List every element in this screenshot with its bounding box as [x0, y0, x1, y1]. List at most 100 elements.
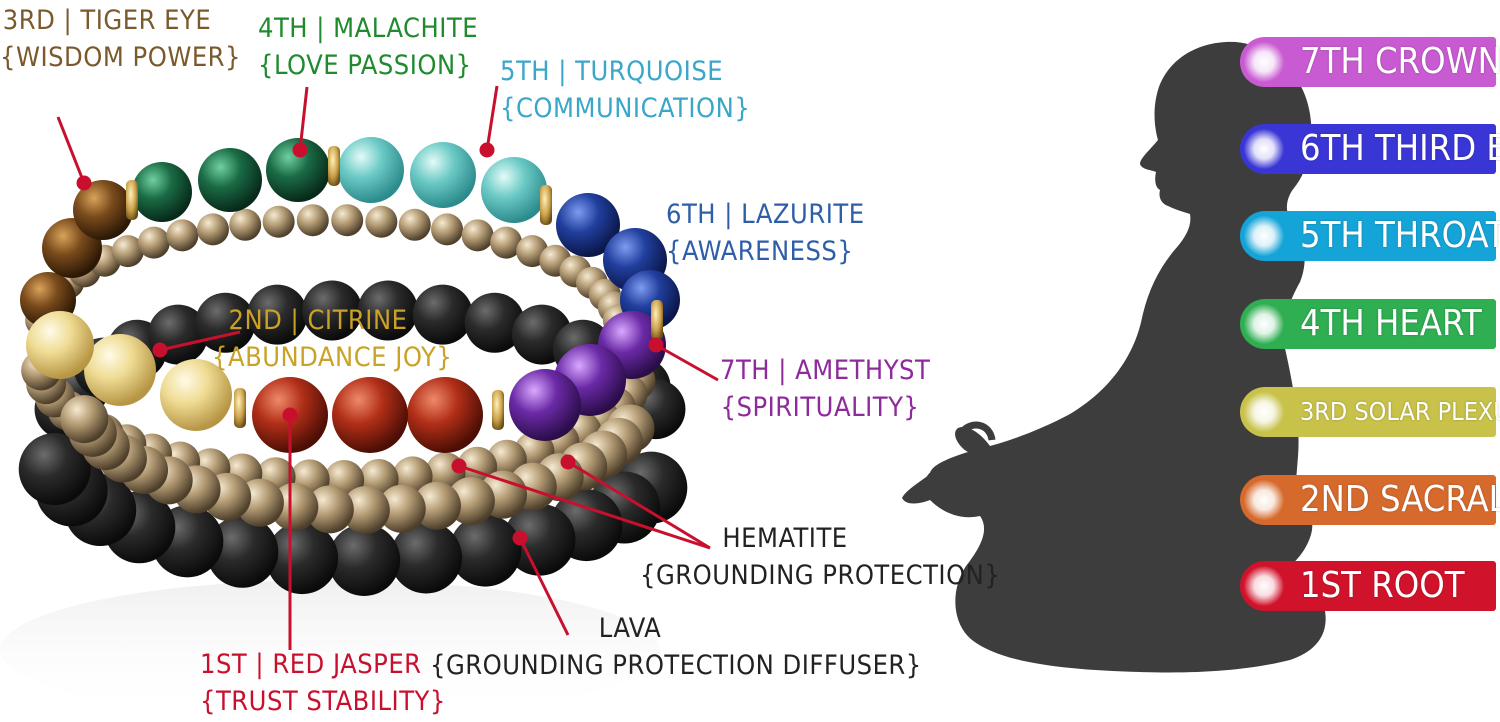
- pointer-amethyst: [655, 343, 719, 382]
- hematite-bead: [229, 208, 262, 241]
- gemstone-bead: [266, 138, 330, 202]
- chakra-label-sacral: 2ND SACRAL: [1300, 479, 1500, 520]
- label-lava-title: LAVA: [598, 613, 662, 644]
- pointer-dot-malachite: [292, 142, 308, 158]
- pointer-hematite-a: [458, 464, 711, 550]
- pointer-dot-amethyst: [648, 337, 664, 353]
- lava-bead: [390, 521, 463, 594]
- gemstone-bead: [407, 377, 483, 453]
- gemstone-bead: [73, 180, 133, 240]
- pointer-turquoise: [485, 85, 499, 151]
- chakra-bar-throat: 5TH THROAT: [1240, 211, 1500, 261]
- lava-bead: [206, 515, 279, 588]
- hematite-bead: [412, 481, 461, 530]
- pointer-dot-tiger-eye: [76, 175, 92, 191]
- chakra-label-third-eye: 6TH THIRD EYE: [1300, 128, 1500, 169]
- chakra-label-crown: 7TH CROWN: [1300, 41, 1500, 82]
- pointer-dot-citrine: [152, 342, 168, 358]
- pointer-dot-lava: [512, 530, 528, 546]
- hematite-bead: [60, 395, 109, 444]
- gold-spacer: [492, 390, 504, 430]
- pointer-malachite: [298, 86, 309, 151]
- label-hematite-meaning: {GROUNDING PROTECTION}: [640, 560, 1001, 591]
- label-lava: LAVA {GROUNDING PROTECTION DIFFUSER}: [430, 610, 921, 684]
- label-turquoise-meaning: {COMMUNICATION}: [500, 93, 751, 124]
- gemstone-bead: [509, 369, 581, 441]
- gemstone-bead: [332, 377, 408, 453]
- label-citrine-title: 2ND | CITRINE: [228, 305, 408, 336]
- label-tiger-eye: 3RD | TIGER EYE {WISDOM POWER}: [0, 2, 242, 76]
- hematite-bead: [296, 204, 329, 237]
- hematite-bead: [331, 204, 364, 237]
- label-red-jasper: 1ST | RED JASPER {TRUST STABILITY}: [200, 646, 445, 720]
- chakra-bar-root: 1ST ROOT: [1240, 561, 1496, 611]
- gemstone-bead: [481, 157, 547, 223]
- label-turquoise-title: 5TH | TURQUOISE: [500, 56, 724, 87]
- label-lazurite-meaning: {AWARENESS}: [666, 236, 854, 267]
- chakra-glow-sacral: [1244, 480, 1284, 520]
- chakra-glow-third-eye: [1244, 129, 1284, 169]
- hematite-bead: [166, 219, 199, 252]
- gemstone-bead: [410, 142, 476, 208]
- hematite-bracelet: [21, 204, 656, 534]
- label-tiger-eye-title: 3RD | TIGER EYE: [2, 5, 212, 36]
- chakra-bar-third-eye: 6TH THIRD EYE: [1240, 124, 1500, 174]
- pointer-lava: [518, 537, 570, 636]
- lava-bead: [266, 522, 339, 595]
- gemstone-bead: [84, 334, 156, 406]
- pointer-dot-turquoise: [479, 142, 495, 158]
- lava-bead: [464, 292, 525, 353]
- label-malachite-meaning: {LOVE PASSION}: [258, 50, 472, 81]
- label-citrine: 2ND | CITRINE {ABUNDANCE JOY}: [212, 302, 452, 376]
- lava-bead: [449, 514, 522, 587]
- pointer-dot-hematite-b: [560, 454, 576, 470]
- hematite-bead: [398, 208, 431, 241]
- chakra-label-throat: 5TH THROAT: [1300, 215, 1500, 256]
- pointer-hematite-b: [567, 460, 711, 550]
- hematite-bead: [431, 213, 464, 246]
- gemstone-bead: [556, 193, 620, 257]
- gold-spacer: [126, 180, 138, 220]
- label-amethyst: 7TH | AMETHYST {SPIRITUALITY}: [720, 352, 931, 426]
- pointer-dot-hematite-a: [451, 458, 467, 474]
- label-amethyst-title: 7TH | AMETHYST: [720, 355, 931, 386]
- hematite-bead: [196, 213, 229, 246]
- label-amethyst-meaning: {SPIRITUALITY}: [720, 392, 920, 423]
- label-red-jasper-title: 1ST | RED JASPER: [200, 649, 422, 680]
- gold-spacer: [651, 300, 663, 340]
- gold-spacer: [234, 388, 246, 428]
- hematite-bead: [341, 485, 390, 534]
- chakra-bar-heart: 4TH HEART: [1240, 299, 1496, 349]
- chakra-label-solar-plexus: 3RD SOLAR PLEXUS: [1300, 397, 1500, 426]
- gemstone-bead: [132, 162, 192, 222]
- gold-spacer: [328, 146, 340, 186]
- chakra-glow-root: [1244, 566, 1284, 606]
- pointer-tiger-eye: [56, 116, 86, 184]
- lava-bead: [328, 523, 401, 596]
- gemstone-bead: [160, 359, 232, 431]
- chakra-bar-crown: 7TH CROWN: [1240, 37, 1500, 87]
- pointer-citrine: [159, 330, 241, 352]
- gemstone-bead: [26, 311, 94, 379]
- lava-bead: [247, 284, 308, 345]
- label-malachite-title: 4TH | MALACHITE: [258, 13, 479, 44]
- pointer-dot-red-jasper: [282, 407, 298, 423]
- gemstone-bead: [198, 148, 262, 212]
- hematite-bead: [137, 226, 170, 259]
- label-malachite: 4TH | MALACHITE {LOVE PASSION}: [258, 10, 479, 84]
- meditation-silhouette: [902, 41, 1326, 673]
- hematite-bead: [490, 226, 523, 259]
- lava-bead: [302, 280, 363, 341]
- label-hematite-title: HEMATITE: [722, 523, 848, 554]
- chakra-bar-solar-plexus: 3RD SOLAR PLEXUS: [1240, 387, 1500, 437]
- hematite-bead: [111, 235, 144, 268]
- chakra-bar-sacral: 2ND SACRAL: [1240, 475, 1500, 525]
- label-tiger-eye-meaning: {WISDOM POWER}: [0, 42, 242, 73]
- lava-bead: [357, 280, 418, 341]
- label-hematite: HEMATITE {GROUNDING PROTECTION}: [640, 520, 1001, 594]
- hematite-bead: [461, 219, 494, 252]
- lava-bead: [503, 503, 576, 576]
- chakra-glow-heart: [1244, 304, 1284, 344]
- chakra-label-heart: 4TH HEART: [1300, 303, 1482, 344]
